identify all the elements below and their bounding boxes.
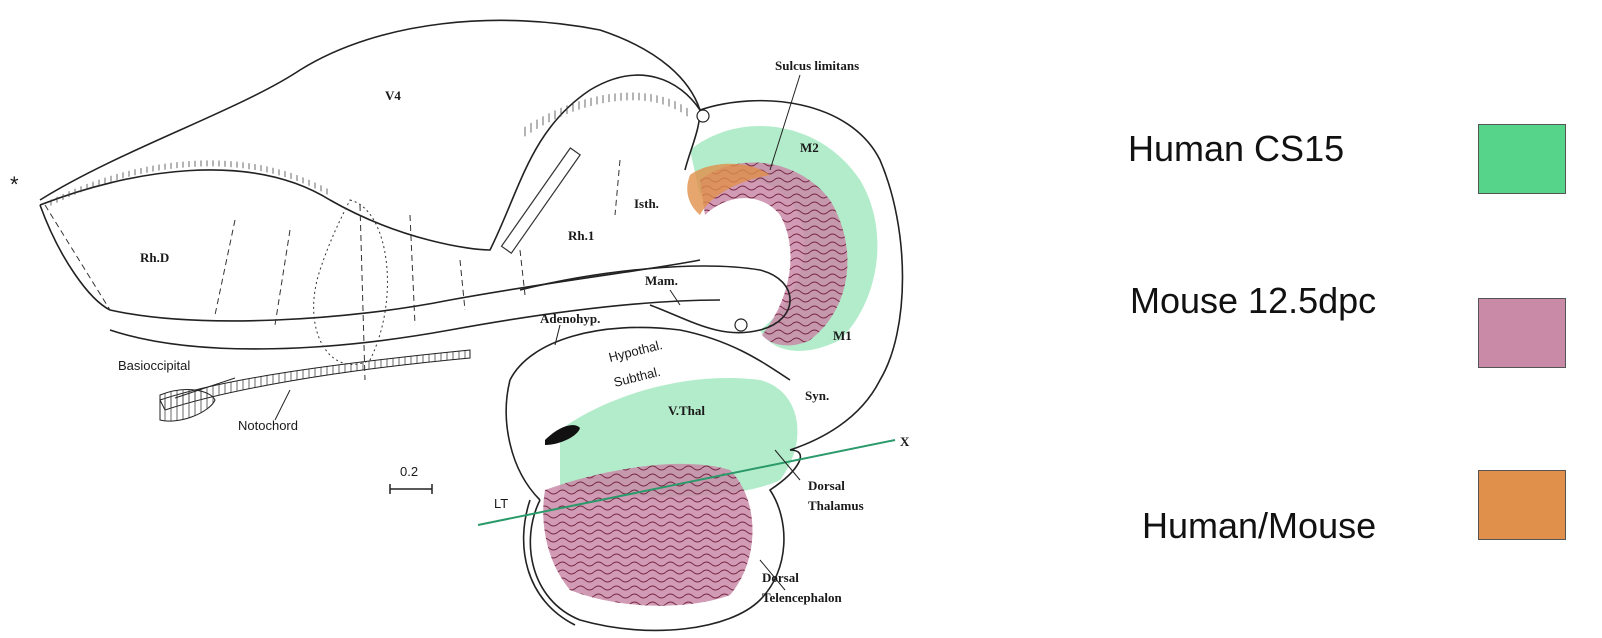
dotted-ellipse bbox=[314, 200, 388, 364]
label-dorsal-thalamus-line1: Dorsal bbox=[808, 478, 845, 493]
marker-circle-mid bbox=[735, 319, 747, 331]
notochord-shape bbox=[160, 350, 470, 421]
label-subthal: Subthal. bbox=[612, 364, 662, 390]
legend-label-overlap: Human/Mouse bbox=[1142, 505, 1376, 547]
label-sulcus-limitans: Sulcus limitans bbox=[775, 58, 859, 73]
legend-swatch-human bbox=[1478, 124, 1566, 194]
segment-boundaries bbox=[45, 160, 620, 380]
legend-swatch-mouse bbox=[1478, 298, 1566, 368]
label-m2: M2 bbox=[800, 140, 819, 155]
label-basioccipital: Basioccipital bbox=[118, 358, 190, 373]
brain-outline bbox=[40, 20, 903, 630]
scale-bar bbox=[390, 484, 432, 494]
label-mam: Mam. bbox=[645, 273, 678, 288]
label-x: X bbox=[900, 434, 910, 449]
label-v4: V4 bbox=[385, 88, 401, 103]
label-dorsal-thalamus-line2: Thalamus bbox=[808, 498, 864, 513]
label-vthal: V.Thal bbox=[668, 403, 705, 418]
legend-label-human: Human CS15 bbox=[1128, 128, 1344, 170]
label-notochord: Notochord bbox=[238, 418, 298, 433]
label-syn: Syn. bbox=[805, 388, 829, 403]
brain-schematic: V4 Sulcus limitans M2 Isth. Rh.1 Rh.D Ma… bbox=[0, 0, 940, 638]
label-isth: Isth. bbox=[634, 196, 659, 211]
label-rhd: Rh.D bbox=[140, 250, 169, 265]
label-dorsal-telencephalon-line1: Dorsal bbox=[762, 570, 799, 585]
label-adenohyp: Adenohyp. bbox=[540, 311, 600, 326]
label-hypothal: Hypothal. bbox=[607, 337, 664, 365]
label-asterisk: * bbox=[10, 172, 19, 197]
label-dorsal-telencephalon-line2: Telencephalon bbox=[762, 590, 842, 605]
label-m1: M1 bbox=[833, 328, 852, 343]
marker-circle-top bbox=[697, 110, 709, 122]
legend-swatch-overlap bbox=[1478, 470, 1566, 540]
legend-label-mouse: Mouse 12.5dpc bbox=[1130, 280, 1376, 322]
label-scale: 0.2 bbox=[400, 464, 418, 479]
label-lt: LT bbox=[494, 496, 508, 511]
label-rh1: Rh.1 bbox=[568, 228, 594, 243]
